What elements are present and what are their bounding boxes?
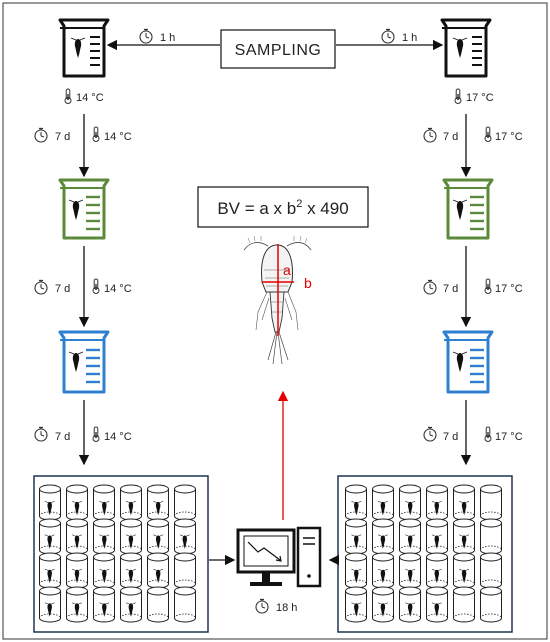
copepod-icon [243,235,312,365]
left-start-temp: 14 °C [76,92,104,104]
beaker-icon [442,178,494,240]
measure-b-label: b [304,275,312,291]
stopwatch-icon [423,279,437,295]
beaker-icon [442,330,494,394]
stopwatch-icon [255,598,269,614]
right-step-1-time: 7 d [443,131,458,143]
stopwatch-icon [34,426,48,442]
sampling-right-time: 1 h [402,32,417,44]
left-step-1-temp: 14 °C [104,131,132,143]
thermometer-icon [64,88,72,105]
right-step-2-time: 7 d [443,283,458,295]
left-step-1-time: 7 d [55,131,70,143]
beaker-icon [58,178,110,240]
stopwatch-icon [34,127,48,143]
thermometer-icon [454,88,462,105]
analysis-time: 18 h [276,602,297,614]
stopwatch-icon [423,426,437,442]
measure-a-label: a [283,262,291,278]
right-step-3-time: 7 d [443,431,458,443]
beaker-icon [58,18,110,78]
right-step-2-temp: 17 °C [495,283,523,295]
formula-text: BV = a x b2 x 490 [217,198,348,218]
left-step-2-time: 7 d [55,283,70,295]
left-step-3-temp: 14 °C [104,431,132,443]
formula-box [197,186,369,228]
stopwatch-icon [423,127,437,143]
stopwatch-icon [34,279,48,295]
thermometer-icon [92,278,100,295]
thermometer-icon [92,426,100,443]
left-step-3-time: 7 d [55,431,70,443]
sampling-box [220,29,336,69]
right-step-3-temp: 17 °C [495,431,523,443]
stopwatch-icon [381,28,395,44]
beaker-icon [58,330,110,394]
beaker-icon [440,18,492,78]
right-start-temp: 17 °C [466,92,494,104]
left-step-2-temp: 14 °C [104,283,132,295]
computer-icon [236,526,322,588]
thermometer-icon [92,126,100,143]
sampling-label: SAMPLING [235,42,322,59]
thermometer-icon [484,278,492,295]
stopwatch-icon [139,28,153,44]
thermometer-icon [484,126,492,143]
right-step-1-temp: 17 °C [495,131,523,143]
thermometer-icon [484,426,492,443]
sampling-left-time: 1 h [160,32,175,44]
